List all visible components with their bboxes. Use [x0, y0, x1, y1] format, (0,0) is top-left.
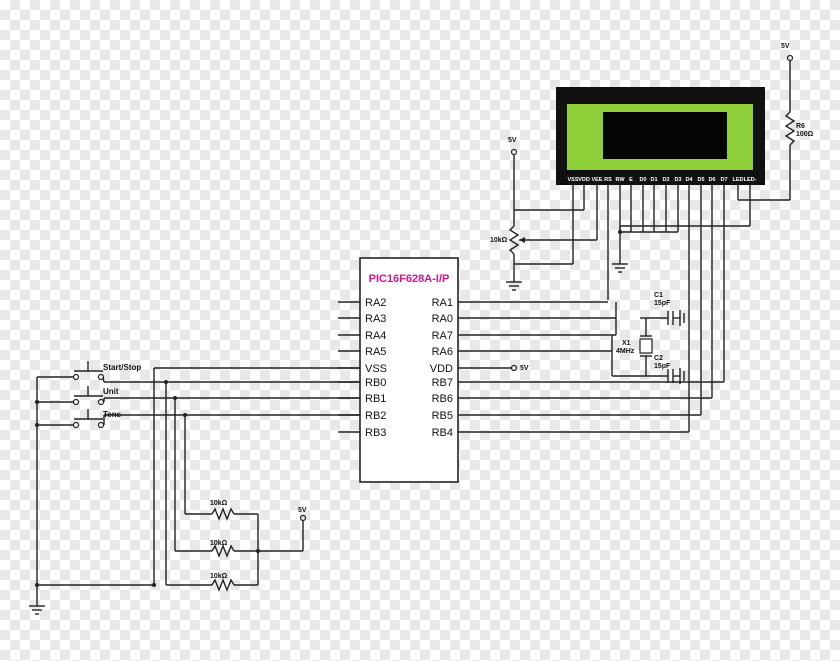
lcd-pin-label-vee: VEE [591, 177, 602, 183]
mcu-pin-label-ra6: RA6 [432, 346, 453, 358]
x1-ref: X1 [622, 340, 631, 347]
r6-value: 100Ω [796, 131, 814, 138]
supply-label-vdd: 5V [520, 365, 529, 372]
lcd-pin-label-d5: D5 [697, 177, 704, 183]
button-start-stop: Start/Stop [37, 361, 141, 383]
push-buttons: Start/Stop Unit Tens [29, 361, 156, 615]
mcu-pin-label-ra4: RA4 [365, 330, 386, 342]
button-tens-label: Tens [103, 410, 122, 419]
supply-label-r6: 5V [781, 43, 790, 50]
lcd-pin-label-rs: RS [604, 177, 612, 183]
mcu-name: PIC16F628A-I/P [369, 273, 450, 285]
mcu-pin-label-rb0: RB0 [365, 377, 386, 389]
mcu-left-wiring [104, 367, 360, 585]
mcu-pin-label-rb4: RB4 [432, 427, 453, 439]
lcd-pin-label-vss: VSS [567, 177, 578, 183]
lcd-pin-label-d3: D3 [674, 177, 681, 183]
lcd-pin-label-d0: D0 [639, 177, 646, 183]
supply-label-pullups: 5V [298, 507, 307, 514]
r6-ref: R6 [796, 123, 805, 130]
lcd-pin-label-d7: D7 [720, 177, 727, 183]
mcu-pin-label-ra3: RA3 [365, 313, 386, 325]
r6-resistor: 5V R6 100Ω [781, 43, 814, 200]
oscillator: X1 4MHz C1 15pF C2 15pF [611, 292, 685, 384]
lcd-pin-label-d2: D2 [662, 177, 669, 183]
mcu-pin-label-rb6: RB6 [432, 393, 453, 405]
mcu-body [359, 257, 459, 483]
mcu-pin-label-rb1: RB1 [365, 393, 386, 405]
button-unit-label: Unit [103, 387, 119, 396]
lcd-wiring [572, 185, 790, 432]
pullup-2-value: 10kΩ [210, 540, 228, 547]
contrast-potentiometer: 5V 10kΩ [490, 137, 597, 291]
c1-ref: C1 [654, 292, 663, 299]
lcd-pin-label-d6: D6 [708, 177, 715, 183]
mcu-pin-label-ra2: RA2 [365, 297, 386, 309]
lcd-pin-label-d1: D1 [650, 177, 657, 183]
mcu-pin-label-ra5: RA5 [365, 346, 386, 358]
mcu: PIC16F628A-I/P RA2RA3RA4RA5VSSRB0RB1RB2R… [338, 257, 459, 483]
pot-value: 10kΩ [490, 237, 508, 244]
x1-value: 4MHz [616, 348, 635, 355]
lcd-pin-label-e: E [629, 177, 633, 183]
mcu-pin-label-rb5: RB5 [432, 410, 453, 422]
lcd-pin-label-vdd: VDD [578, 177, 590, 183]
mcu-pin-label-ra0: RA0 [432, 313, 453, 325]
mcu-pin-label-rb7: RB7 [432, 377, 453, 389]
button-start-stop-label: Start/Stop [103, 363, 141, 372]
button-tens: Tens [37, 409, 122, 429]
pullup-3-value: 10kΩ [210, 573, 228, 580]
c1-value: 15pF [654, 300, 671, 307]
lcd-pin-label-led-: LED- [744, 177, 757, 183]
mcu-pin-label-rb2: RB2 [365, 410, 386, 422]
c2-ref: C2 [654, 355, 663, 362]
pullup-resistors: 10kΩ 10kΩ 10kΩ 5V [166, 500, 307, 592]
mcu-pin-label-ra1: RA1 [432, 297, 453, 309]
pullup-1-value: 10kΩ [210, 500, 228, 507]
mcu-pin-label-ra7: RA7 [432, 330, 453, 342]
button-unit: Unit [37, 386, 119, 406]
supply-label-pot: 5V [508, 137, 517, 144]
lcd-pin-label-led: LED [733, 177, 744, 183]
c2-value: 15pF [654, 363, 671, 370]
lcd-screen [603, 112, 727, 159]
mcu-pin-label-rb3: RB3 [365, 427, 386, 439]
mcu-pin-label-vdd: VDD [430, 363, 453, 375]
lcd-pin-label-d4: D4 [685, 177, 693, 183]
lcd-pin-label-rw: RW [615, 177, 625, 183]
mcu-pin-label-vss: VSS [365, 363, 387, 375]
